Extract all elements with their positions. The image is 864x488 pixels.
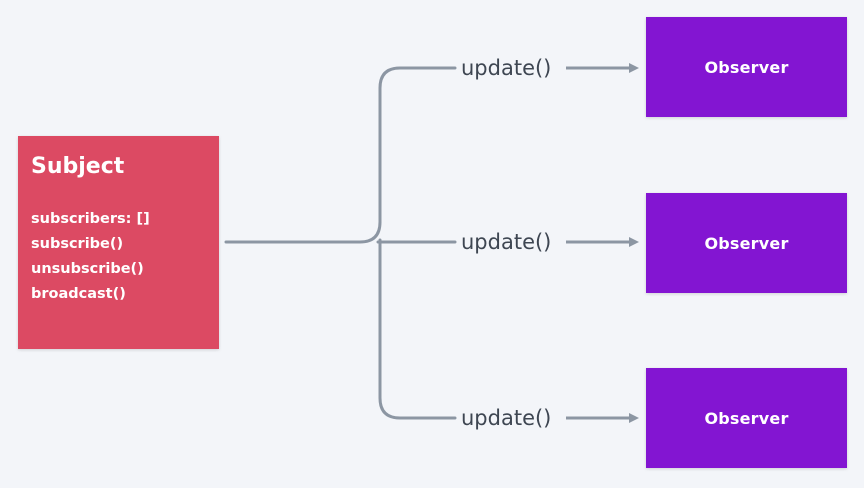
subject-box: Subject subscribers: [] subscribe() unsu… bbox=[18, 136, 219, 349]
subject-member-unsubscribe: unsubscribe() bbox=[31, 261, 144, 277]
branch-line-top bbox=[378, 66, 457, 224]
subject-member-subscribe: subscribe() bbox=[31, 236, 124, 252]
subject-title: Subject bbox=[31, 154, 125, 179]
observer-box-bottom: Observer bbox=[646, 368, 847, 468]
subject-member-subscribers: subscribers: [] bbox=[31, 211, 150, 227]
update-label-bottom: update() bbox=[461, 406, 552, 430]
observer-label: Observer bbox=[704, 408, 789, 428]
trunk-line bbox=[224, 220, 382, 244]
observer-label: Observer bbox=[704, 57, 789, 77]
subject-members: subscribers: [] subscribe() unsubscribe(… bbox=[31, 207, 219, 307]
observer-label: Observer bbox=[704, 233, 789, 253]
branch-line-bottom bbox=[378, 238, 457, 420]
observer-box-middle: Observer bbox=[646, 193, 847, 293]
update-label-middle: update() bbox=[461, 230, 552, 254]
update-label-top: update() bbox=[461, 56, 552, 80]
subject-member-broadcast: broadcast() bbox=[31, 286, 126, 302]
observer-box-top: Observer bbox=[646, 17, 847, 117]
